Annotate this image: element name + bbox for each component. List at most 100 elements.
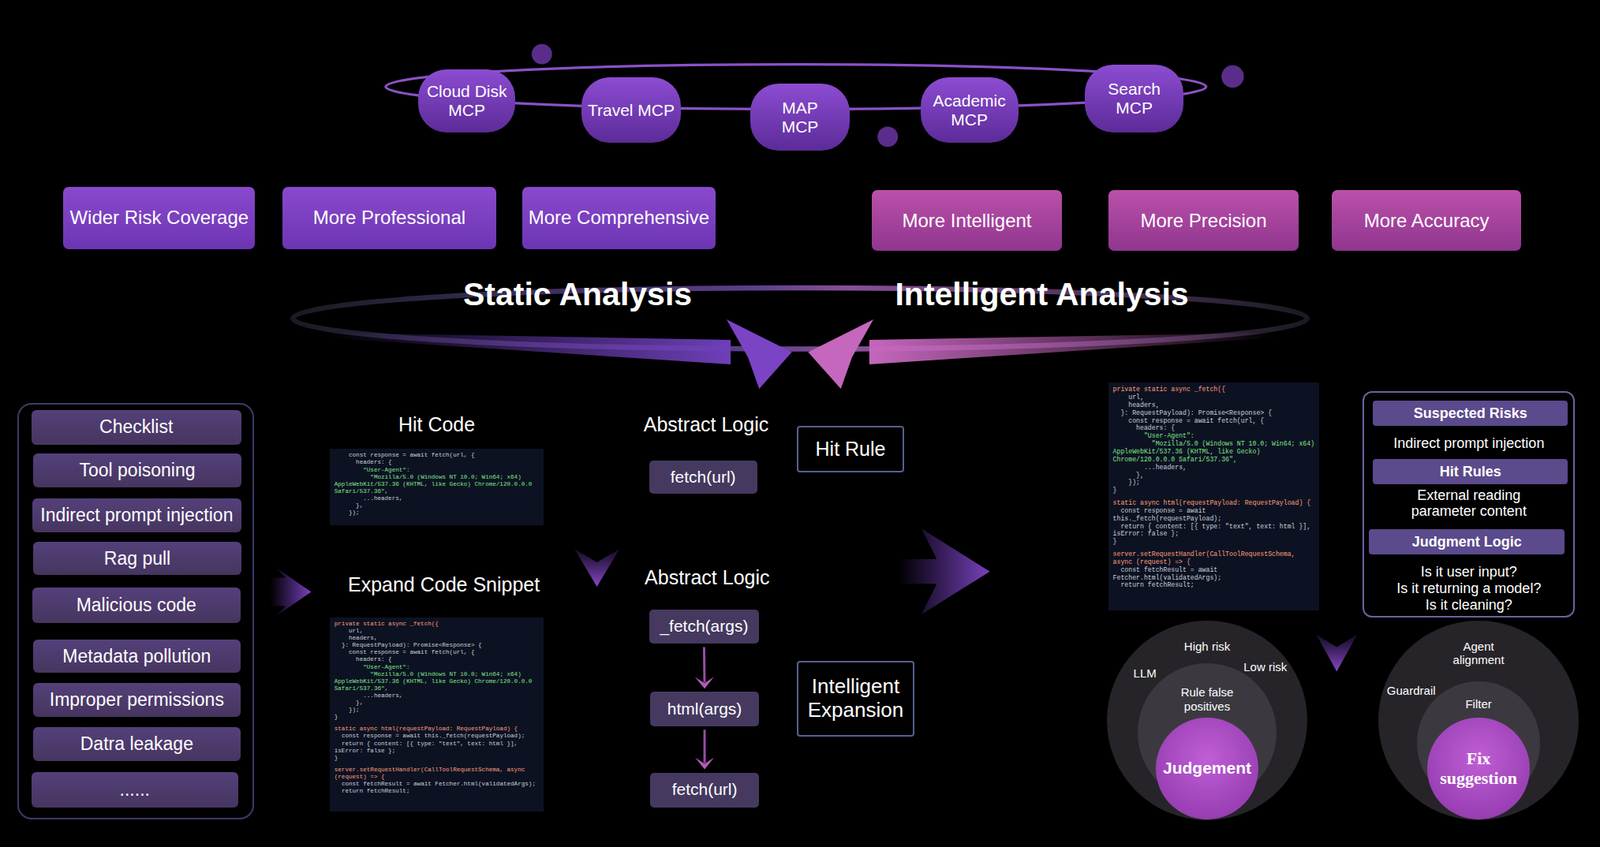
step-label: Abstract Logic: [643, 413, 769, 437]
node-text: Indirect prompt injection: [40, 504, 233, 526]
code-line: server.setRequestHandler(CallToolRequest…: [334, 766, 540, 782]
node-text: Filter: [1465, 697, 1492, 711]
intelligent-arrow-body: [869, 332, 1276, 365]
code-line: "User-Agent":: [1113, 432, 1316, 441]
node-text: Checklist: [99, 416, 173, 438]
code-line: headers,: [1113, 401, 1316, 410]
risk-item: ......: [31, 772, 240, 808]
code-line: ...headers,: [1113, 463, 1316, 472]
info-header: Hit Rules: [1372, 459, 1568, 485]
arrow-head: [695, 676, 715, 689]
risk-item: Datra leakage: [33, 727, 241, 762]
expansion-box: Intelligent Expansion: [796, 661, 915, 737]
code-line: headers,: [334, 635, 540, 643]
logic-box: _fetch(args): [649, 609, 760, 645]
risk-item: Indirect prompt injection: [32, 498, 242, 533]
code-line: static async html(requestPayload: Reques…: [1113, 499, 1316, 508]
node-text: html(args): [667, 699, 743, 719]
code-line: }: RequestPayload): Promise<Response> {: [1113, 409, 1316, 418]
core-circle: Fix suggestion: [1427, 717, 1529, 820]
code-line: "Mozilla/5.0 (Windows NT 10.0; Win64; x6…: [334, 474, 540, 496]
risk-item: Checklist: [31, 410, 242, 445]
code-line: return fetchResult;: [334, 788, 540, 796]
code-panel: private static async _fetch({ url, heade…: [1108, 382, 1320, 611]
node-text: Metadata pollution: [62, 646, 211, 667]
core-circle: Judgement: [1155, 717, 1258, 820]
code-line: });: [334, 509, 540, 517]
node-text: fetch(url): [670, 467, 737, 487]
code-line: "User-Agent":: [334, 467, 540, 475]
rule-box: Hit Rule: [796, 426, 905, 474]
node-text: Search MCP: [1089, 79, 1179, 118]
step-label: Expand Code Snippet: [347, 573, 540, 597]
middle-circle: FilterFix suggestion: [1416, 681, 1540, 804]
node-text: Rag pull: [104, 548, 171, 569]
code-line: }: [1113, 486, 1316, 495]
node-text: External reading parameter content: [1401, 487, 1537, 520]
node-text: More Professional: [313, 206, 466, 229]
logic-box: fetch(url): [650, 773, 759, 808]
flow-arrow-down: [574, 549, 620, 587]
code-line: url,: [334, 628, 540, 636]
node-text: MAP MCP: [772, 98, 828, 137]
node-text: LLM: [1133, 666, 1157, 681]
code-line: });: [334, 706, 540, 715]
code-line: },: [1113, 471, 1316, 480]
code-line: private static async _fetch({: [1113, 385, 1316, 394]
intelligent-arrow-head: [807, 319, 874, 389]
flow-arrow-right: [270, 567, 312, 617]
node-text: More Precision: [1140, 209, 1267, 232]
node-text: Cloud Disk MCP: [422, 82, 511, 120]
code-line: "Mozilla/5.0 (Windows NT 10.0; Win64; x6…: [1113, 440, 1316, 464]
code-line: }: [1113, 538, 1316, 546]
node-text: Low risk: [1243, 661, 1287, 675]
code-panel: const response = await fetch(url, { head…: [329, 448, 545, 526]
middle-circle: Rule false positivesJudgement: [1137, 663, 1277, 803]
node-text: More Intelligent: [901, 209, 1032, 232]
mcp-pill: Search MCP: [1084, 64, 1184, 134]
code-line: return fetchResult;: [1113, 581, 1316, 590]
feature-box: More Accuracy: [1331, 190, 1522, 252]
flow-arrow: [695, 729, 715, 770]
code-panel: private static async _fetch({ url, heade…: [329, 617, 545, 812]
node-text: fetch(url): [672, 780, 738, 800]
code-line: headers: {: [1113, 424, 1316, 433]
node-text: _fetch(args): [659, 616, 748, 636]
node-text: Malicious code: [76, 594, 197, 616]
feature-box: Wider Risk Coverage: [63, 186, 255, 250]
risk-item: Metadata pollution: [33, 639, 241, 674]
code-line: server.setRequestHandler(CallToolRequest…: [1113, 550, 1316, 567]
code-line: private static async _fetch({: [334, 620, 540, 629]
arrow-head: [695, 758, 715, 771]
logic-box: fetch(url): [649, 460, 758, 495]
code-line: },: [334, 699, 540, 707]
feature-box: More Precision: [1108, 190, 1300, 252]
node-text: Rule false positives: [1175, 685, 1239, 714]
node-text: Fix suggestion: [1435, 748, 1522, 789]
outer-circle: LLMHigh riskLow riskRule false positives…: [1106, 620, 1308, 822]
flow-arrow-right: [897, 528, 990, 615]
code-line: }: [334, 714, 540, 722]
static-arrow-body: [326, 332, 731, 365]
code-line: }: RequestPayload): Promise<Response> {: [334, 642, 540, 650]
code-line: },: [334, 502, 540, 510]
feature-box: More Intelligent: [871, 190, 1063, 252]
node-text: More Accuracy: [1364, 209, 1490, 232]
code-line: const response = await fetch(url, {: [334, 649, 540, 657]
feature-box: More Comprehensive: [522, 186, 715, 250]
code-line: ...headers,: [334, 692, 540, 700]
node-text: High risk: [1184, 640, 1230, 655]
mcp-pill: Cloud Disk MCP: [418, 69, 516, 133]
node-text: Judgment Logic: [1412, 534, 1522, 551]
flow-arrow: [695, 646, 715, 689]
risk-item: Malicious code: [32, 587, 241, 624]
node-text: Hit Rule: [815, 437, 886, 461]
risk-item: Rag pull: [33, 542, 242, 576]
code-line: const response = await this._fetch(reque…: [334, 732, 540, 741]
node-text: Academic MCP: [925, 91, 1014, 130]
code-line: const response = await this._fetch(reque…: [1113, 507, 1316, 524]
code-line: url,: [1113, 393, 1316, 402]
node-text: Intelligent Expansion: [803, 675, 909, 723]
orbit-dot: [1221, 65, 1244, 88]
